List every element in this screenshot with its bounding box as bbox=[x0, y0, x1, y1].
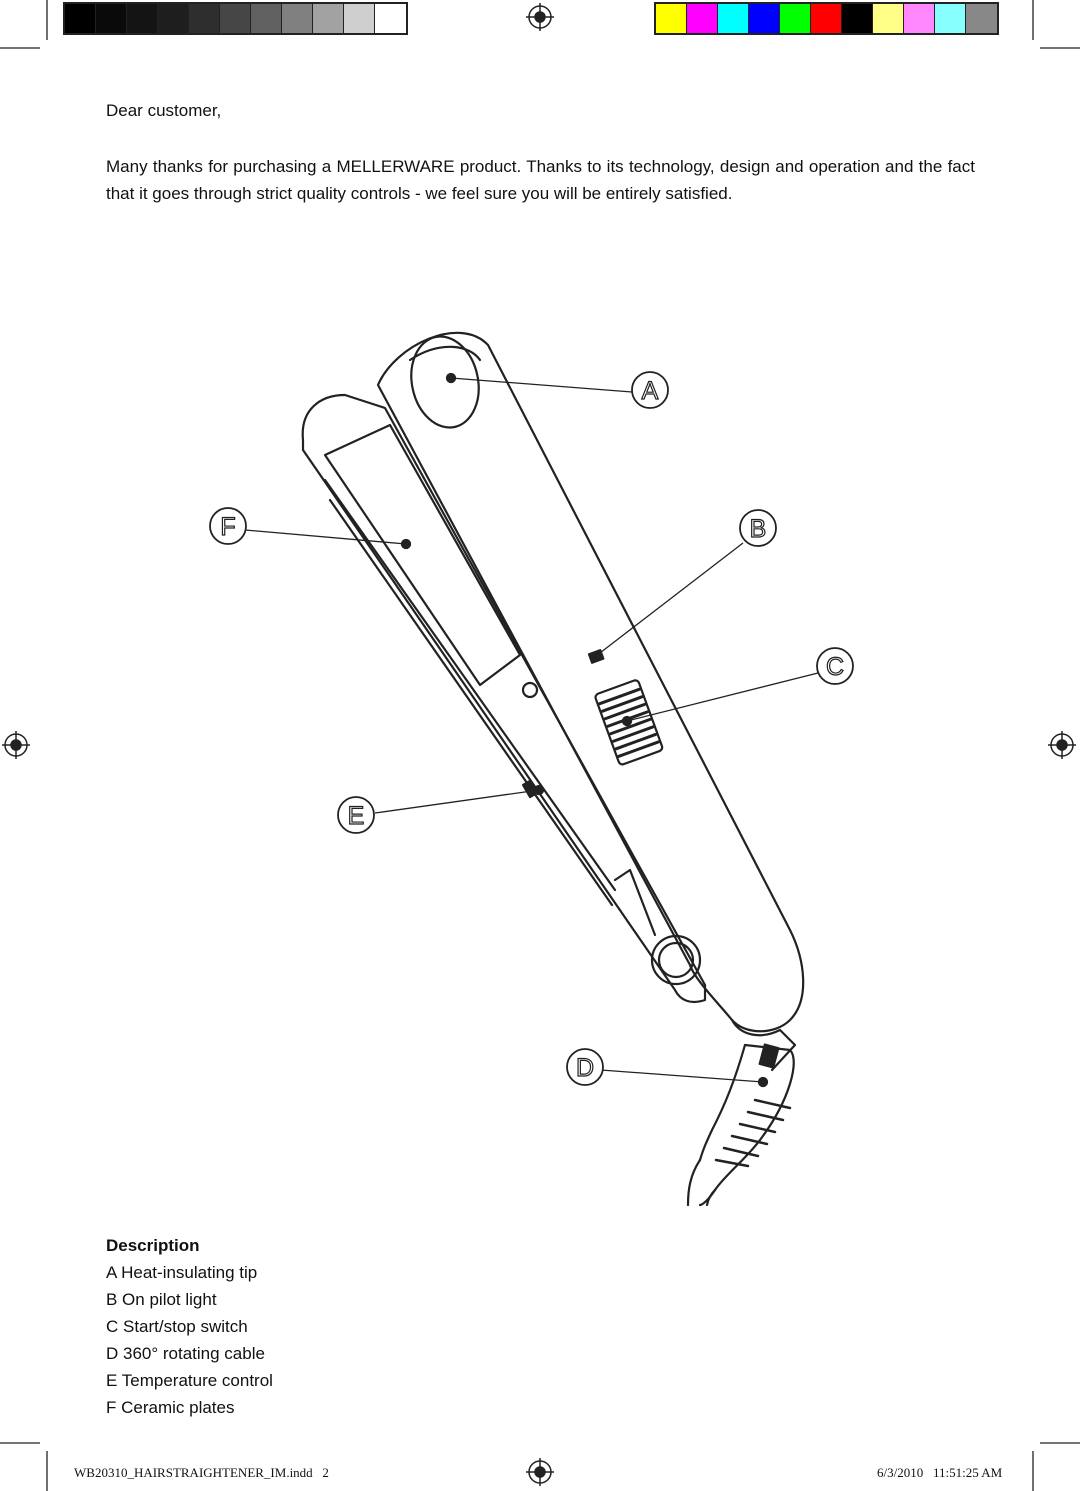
registration-mark-right bbox=[1048, 731, 1076, 759]
callout-c bbox=[816, 647, 854, 685]
color-swatch bbox=[375, 4, 406, 33]
greeting: Dear customer, bbox=[106, 101, 222, 120]
color-swatch bbox=[811, 4, 842, 33]
description-item: E Temperature control bbox=[106, 1371, 273, 1390]
registration-mark-left bbox=[2, 731, 30, 759]
color-swatch bbox=[935, 4, 966, 33]
color-swatch bbox=[842, 4, 873, 33]
pivot bbox=[650, 934, 702, 986]
callout-c-label: C bbox=[826, 653, 844, 681]
description-item: C Start/stop switch bbox=[106, 1317, 248, 1336]
callout-f-label: F bbox=[220, 513, 235, 541]
description-item: B On pilot light bbox=[106, 1290, 217, 1309]
front-arm bbox=[376, 331, 805, 1033]
description-item: A Heat-insulating tip bbox=[106, 1263, 258, 1282]
color-swatch bbox=[966, 4, 997, 33]
color-swatch bbox=[282, 4, 313, 33]
temperature-control bbox=[521, 779, 539, 799]
description-list: A Heat-insulating tip B On pilot light C… bbox=[106, 1261, 273, 1423]
description-item: D 360° rotating cable bbox=[106, 1344, 265, 1363]
color-swatch bbox=[344, 4, 375, 33]
color-swatch bbox=[687, 4, 718, 33]
ceramic-plate bbox=[323, 423, 522, 687]
callout-a bbox=[631, 371, 669, 409]
footer-timestamp: 6/3/2010 11:51:25 AM bbox=[877, 1465, 1003, 1480]
color-swatch bbox=[780, 4, 811, 33]
color-swatch bbox=[656, 4, 687, 33]
callout-f bbox=[209, 507, 247, 545]
back-arm bbox=[301, 393, 707, 1004]
callout-d-label: D bbox=[576, 1054, 594, 1082]
color-swatch bbox=[313, 4, 344, 33]
callout-e-label: E bbox=[348, 802, 365, 830]
description-title: Description bbox=[106, 1236, 200, 1255]
color-swatch bbox=[65, 4, 96, 33]
process-color-bar bbox=[654, 2, 999, 35]
intro-paragraph: Many thanks for purchasing a MELLERWARE … bbox=[106, 157, 975, 203]
color-swatch bbox=[873, 4, 904, 33]
callout-a-label: A bbox=[642, 377, 659, 405]
registration-mark-top bbox=[526, 3, 554, 31]
color-swatch bbox=[251, 4, 282, 33]
start-stop-switch bbox=[594, 679, 664, 766]
callout-b bbox=[739, 509, 777, 547]
color-swatch bbox=[96, 4, 127, 33]
callout-e bbox=[337, 796, 375, 834]
color-swatch bbox=[127, 4, 158, 33]
color-swatch bbox=[904, 4, 935, 33]
callout-d bbox=[566, 1048, 604, 1086]
color-swatch bbox=[220, 4, 251, 33]
description-item: F Ceramic plates bbox=[106, 1398, 235, 1417]
color-swatch bbox=[158, 4, 189, 33]
heat-insulating-tip bbox=[410, 335, 480, 429]
footer-filename: WB20310_HAIRSTRAIGHTENER_IM.indd 2 bbox=[74, 1465, 329, 1480]
grayscale-color-bar bbox=[63, 2, 408, 35]
color-swatch bbox=[189, 4, 220, 33]
color-swatch bbox=[749, 4, 780, 33]
rotating-cable bbox=[686, 1043, 795, 1207]
color-swatch bbox=[718, 4, 749, 33]
callout-b-label: B bbox=[750, 515, 767, 543]
registration-mark-bottom bbox=[526, 1458, 554, 1486]
